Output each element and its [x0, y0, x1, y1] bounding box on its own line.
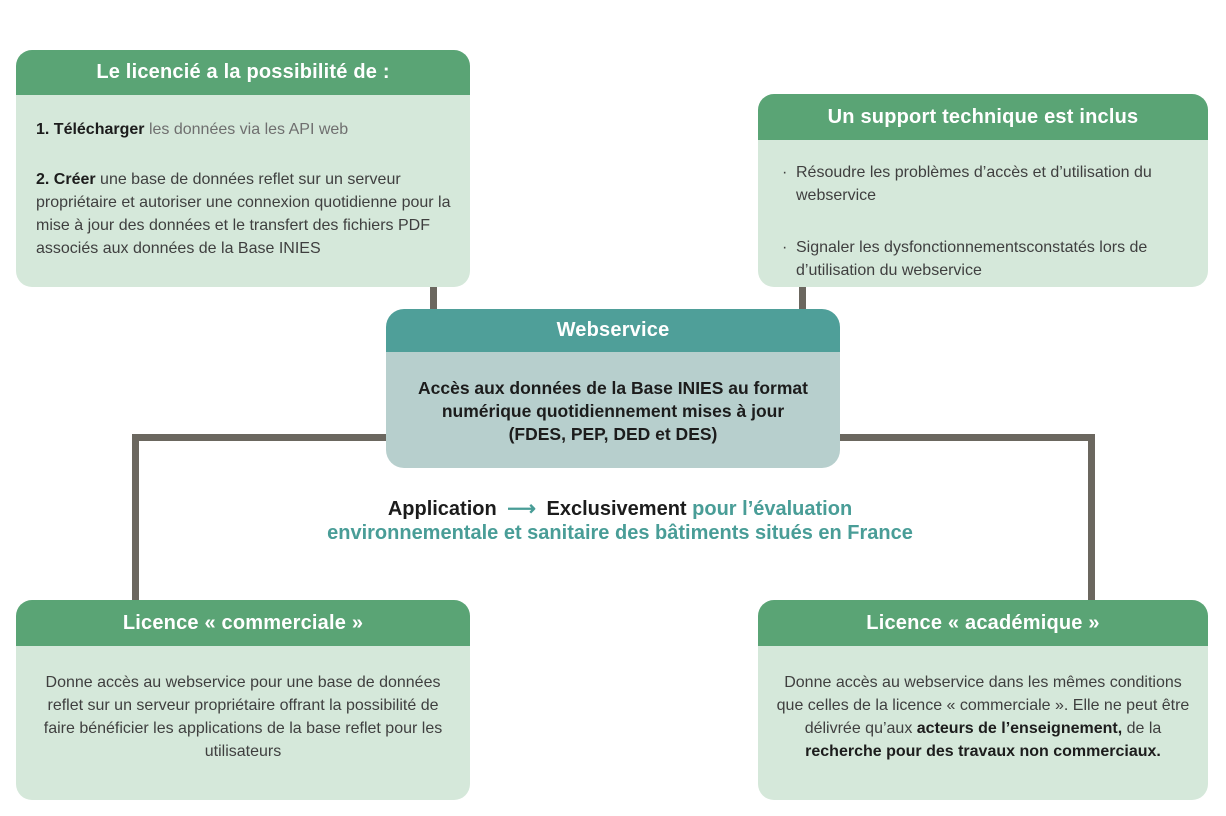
support-bullet-1: · Résoudre les problèmes d’accès et d’ut…: [782, 162, 1190, 208]
licensee-box-title: Le licencié a la possibilité de :: [16, 50, 470, 95]
connector-drop-to-academic: [1088, 434, 1095, 602]
academic-body-bold-1: acteurs de l’enseignement,: [916, 720, 1123, 738]
commercial-license-title: Licence « commerciale »: [16, 600, 470, 646]
licensee-box-body: 1. Télécharger les données via les API w…: [16, 95, 470, 287]
academic-license-body: Donne accès au webservice dans les mêmes…: [758, 646, 1208, 800]
academic-license-box: Licence « académique » Donne accès au we…: [758, 600, 1208, 800]
application-label: Application: [387, 498, 497, 520]
connector-licensee-to-webservice: [430, 286, 437, 313]
right-arrow-icon: ⟶: [507, 498, 536, 520]
connector-drop-to-commercial: [132, 434, 139, 602]
academic-license-title: Licence « académique »: [758, 600, 1208, 646]
commercial-license-body: Donne accès au webservice pour une base …: [16, 646, 470, 800]
webservice-box: Webservice Accès aux données de la Base …: [386, 309, 840, 468]
commercial-license-box: Licence « commerciale » Donne accès au w…: [16, 600, 470, 800]
licensee-item-1-label: 1. Télécharger: [36, 121, 145, 138]
bullet-dot-icon: ·: [782, 164, 788, 181]
support-box-body: · Résoudre les problèmes d’accès et d’ut…: [758, 140, 1208, 287]
application-note-line-2: environnementale et sanitaire des bâtime…: [327, 522, 913, 545]
connector-support-to-webservice: [799, 286, 806, 313]
application-note: Application ⟶ Exclusivement pour l’évalu…: [283, 497, 957, 546]
support-bullet-1-text: Résoudre les problèmes d’accès et d’util…: [796, 164, 1152, 204]
licensee-item-1-text: les données via les API web: [144, 121, 349, 138]
application-note-line-1: Application ⟶ Exclusivement pour l’évalu…: [283, 497, 957, 521]
academic-body-text-2: de la: [1122, 720, 1162, 738]
academic-body-bold-2: recherche pour des travaux non commercia…: [805, 743, 1161, 761]
support-bullet-2-text: Signaler les dysfonctionnementsconstatés…: [796, 238, 1148, 279]
licensee-item-2-text: une base de données reflet sur un serveu…: [36, 170, 451, 257]
licensee-item-2-label: 2. Créer: [36, 170, 96, 188]
exclusivement-label: Exclusivement: [546, 498, 687, 520]
support-bullet-2: · Signaler les dysfonctionnementsconstat…: [782, 237, 1190, 283]
licensee-item-2: 2. Créer une base de données reflet sur …: [36, 169, 452, 261]
webservice-box-title: Webservice: [386, 309, 840, 352]
licensee-item-1: 1. Télécharger les données via les API w…: [36, 119, 452, 142]
academic-body-text-1: Donne accès au webservice dans les mêmes…: [776, 674, 1190, 738]
webservice-box-body: Accès aux données de la Base INIES au fo…: [386, 352, 840, 468]
support-box-title: Un support technique est inclus: [758, 94, 1208, 140]
licensee-box: Le licencié a la possibilité de : 1. Tél…: [16, 50, 470, 287]
support-box: Un support technique est inclus · Résoud…: [758, 94, 1208, 287]
bullet-dot-icon: ·: [782, 238, 788, 256]
application-note-teal-1: pour l’évaluation: [692, 498, 853, 520]
